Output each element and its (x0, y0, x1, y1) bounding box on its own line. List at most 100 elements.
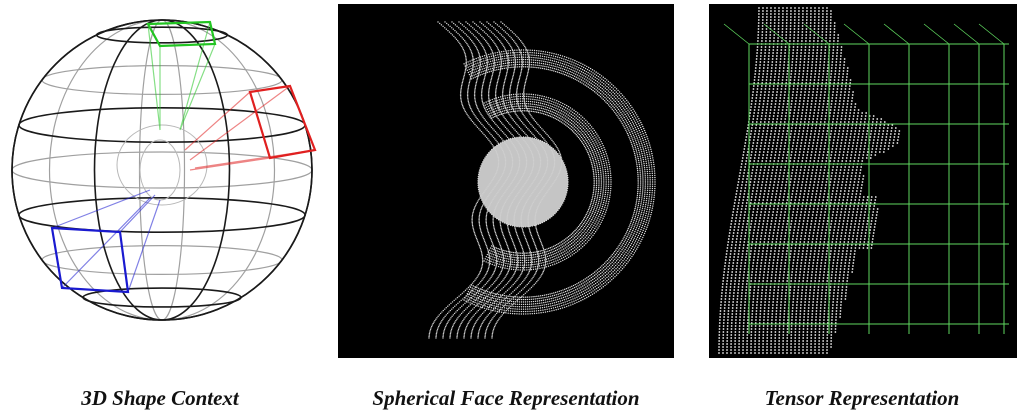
ring-dot (584, 78, 585, 79)
ring-dot (642, 175, 643, 176)
ring-dot (632, 223, 633, 224)
profile-dot (486, 66, 487, 67)
profile-dot (548, 135, 549, 136)
ring-dot (499, 261, 500, 262)
ring-dot (529, 311, 530, 312)
ring-dot (488, 211, 489, 212)
profile-dot (482, 104, 483, 105)
profile-dot (525, 155, 526, 156)
profile-dot (483, 82, 484, 83)
ring-dot (629, 138, 630, 139)
ring-dot (641, 151, 642, 152)
ring-dot (474, 77, 475, 78)
ring-dot (639, 238, 640, 239)
ring-dot (575, 68, 576, 69)
profile-dot (554, 163, 555, 164)
profile-dot (542, 137, 543, 138)
ring-dot (573, 300, 574, 301)
ring-dot (580, 68, 581, 69)
profile-dot (472, 213, 473, 214)
profile-dot (552, 151, 553, 152)
ring-dot (560, 73, 561, 74)
ring-dot (478, 305, 479, 306)
ring-dot (550, 110, 551, 111)
profile-dot (527, 119, 528, 120)
profile-dot (513, 189, 514, 190)
profile-dot (498, 164, 499, 165)
profile-dot (453, 23, 454, 24)
profile-dot (546, 154, 547, 155)
profile-dot (523, 206, 524, 207)
ring-dot (646, 200, 647, 201)
profile-dot (514, 111, 515, 112)
ring-dot (597, 275, 598, 276)
ring-dot (516, 106, 517, 107)
ring-dot (645, 159, 646, 160)
ring-dot (624, 246, 625, 247)
ring-dot (651, 168, 652, 169)
ring-dot (499, 264, 500, 265)
ring-dot (539, 305, 540, 306)
ring-dot (523, 136, 524, 137)
ring-dot (489, 58, 490, 59)
ring-dot (630, 113, 631, 114)
profile-dot (464, 109, 465, 110)
ring-dot (577, 238, 578, 239)
ring-dot (600, 87, 601, 88)
ring-dot (582, 64, 583, 65)
ring-dot (576, 291, 577, 292)
profile-dot (506, 242, 507, 243)
ring-dot (552, 67, 553, 68)
ring-dot (524, 269, 525, 270)
ring-dot (495, 108, 496, 109)
profile-dot (499, 33, 500, 34)
ring-dot (634, 247, 635, 248)
ring-dot (539, 95, 540, 96)
profile-dot (538, 205, 539, 206)
profile-dot (532, 239, 533, 240)
ring-dot (571, 123, 572, 124)
ring-dot (630, 223, 631, 224)
profile-dot (510, 86, 511, 87)
ring-dot (546, 54, 547, 55)
ring-dot (585, 224, 586, 225)
profile-dot (499, 219, 500, 220)
ring-dot (527, 304, 528, 305)
ring-dot (639, 132, 640, 133)
ring-dot (598, 181, 599, 182)
ring-dot (559, 120, 560, 121)
ring-dot (530, 66, 531, 67)
profile-dot (501, 229, 502, 230)
ring-dot (511, 252, 512, 253)
ring-dot (588, 75, 589, 76)
profile-dot (505, 31, 506, 32)
profile-dot (449, 26, 450, 27)
profile-dot (514, 213, 515, 214)
ring-dot (588, 232, 589, 233)
ring-dot (569, 68, 570, 69)
ring-dot (609, 82, 610, 83)
ring-dot (564, 120, 565, 121)
ring-dot (592, 169, 593, 170)
ring-dot (571, 114, 572, 115)
ring-dot (533, 257, 534, 258)
ring-dot (514, 103, 515, 104)
profile-dot (468, 102, 469, 103)
ring-dot (620, 107, 621, 108)
ring-dot (533, 64, 534, 65)
profile-dot (475, 235, 476, 236)
ring-dot (637, 126, 638, 127)
ring-dot (523, 308, 524, 309)
profile-dot (495, 89, 496, 90)
ring-dot (560, 308, 561, 309)
profile-dot (534, 119, 535, 120)
profile-dot (510, 170, 511, 171)
profile-dot (523, 115, 524, 116)
ring-dot (578, 233, 579, 234)
profile-dot (532, 181, 533, 182)
ring-dot (562, 243, 563, 244)
ring-dot (610, 177, 611, 178)
profile-dot (464, 40, 465, 41)
ring-dot (539, 97, 540, 98)
ring-dot (581, 82, 582, 83)
